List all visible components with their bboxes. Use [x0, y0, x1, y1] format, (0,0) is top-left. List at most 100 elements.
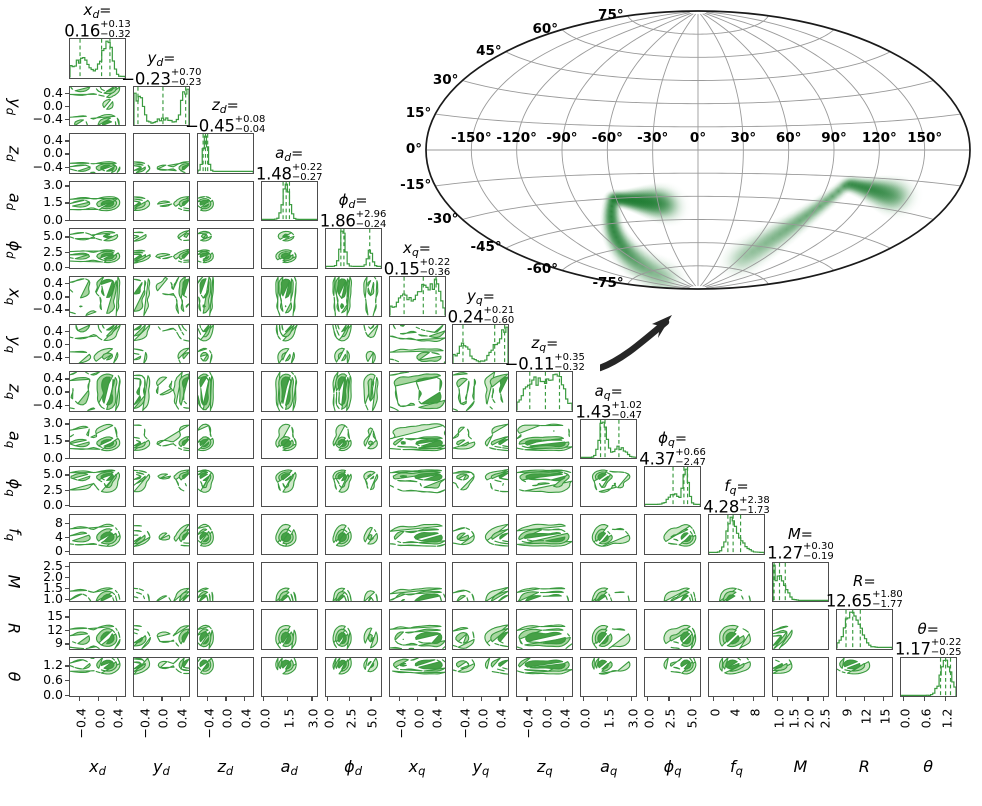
corner-hist-phi_q: [644, 466, 702, 507]
xtick: [582, 697, 584, 702]
param-title-z_d: zd=−0.45+0.08−0.04: [171, 98, 280, 135]
param-name-x_q: xq=: [403, 239, 431, 260]
corner-contour-x_q-vs-z_q: [388, 371, 446, 412]
xticklabel: 0.0: [219, 708, 235, 729]
corner-contour-phi_d-vs-f_q: [324, 514, 382, 555]
xtick: [370, 697, 372, 702]
ytick: [65, 643, 69, 645]
xaxis-label-a_q: aq: [600, 757, 618, 779]
yaxis-label-x_q: xq: [3, 288, 25, 306]
yticklabel: 1.0: [43, 590, 63, 606]
ytick: [65, 251, 69, 253]
ytick: [65, 219, 69, 221]
corner-contour-z_d-vs-a_d: [196, 180, 254, 222]
param-name-y_q: yq=: [466, 286, 495, 307]
param-title-y_d: yd=−0.23+0.70−0.23: [107, 50, 216, 88]
ytick: [65, 309, 69, 311]
corner-contour-y_d-vs-phi_d: [132, 228, 190, 269]
yaxis-label-y_d: yd: [3, 98, 25, 115]
corner-hist-y_q: [452, 323, 510, 365]
param-value-R: 12.65+1.80−1.77: [825, 588, 903, 611]
corner-contour-x_q-vs-M: [388, 561, 446, 603]
xticklabel: −0.4: [73, 708, 89, 739]
yaxis-label-theta: θ: [4, 671, 24, 682]
xticklabel: 1.5: [281, 708, 297, 729]
corner-hist-R: [835, 609, 893, 650]
xticklabel: 12: [858, 708, 874, 725]
xtick: [668, 697, 670, 702]
xtick: [807, 697, 809, 702]
yticklabel: −0.4: [32, 110, 63, 126]
corner-contour-x_d-vs-z_q: [69, 371, 126, 412]
xaxis-label-theta: θ: [923, 757, 934, 777]
ytick: [65, 92, 69, 95]
corner-contour-a_d-vs-x_q: [260, 276, 318, 317]
sky-lat-label: 0°: [405, 141, 422, 157]
xaxis-label-y_d: yd: [153, 757, 170, 779]
corner-contour-phi_d-vs-y_q: [324, 323, 382, 365]
corner-contour-M-vs-theta: [771, 656, 829, 698]
xticklabel: 0.6: [918, 708, 934, 729]
xticklabel: 5.0: [684, 708, 700, 729]
corner-contour-a_q-vs-f_q: [580, 514, 638, 555]
xtick: [499, 697, 501, 702]
xtick: [544, 697, 547, 702]
xticklabel: 0.0: [155, 708, 171, 729]
corner-contour-z_q-vs-theta: [516, 656, 574, 698]
xtick: [903, 697, 905, 702]
corner-contour-x_d-vs-a_q: [69, 418, 126, 460]
param-title-M: M=1.27+0.30−0.19: [746, 526, 855, 563]
ytick: [65, 474, 69, 476]
corner-contour-a_q-vs-M: [580, 561, 638, 603]
ytick: [65, 153, 69, 155]
xtick: [882, 697, 884, 702]
corner-contour-phi_d-vs-R: [324, 609, 382, 650]
xtick: [752, 697, 754, 702]
param-title-z_q: zq=−0.11+0.35−0.32: [490, 336, 599, 373]
corner-contour-y_d-vs-z_q: [132, 371, 190, 412]
ytick: [65, 140, 69, 142]
ytick: [65, 536, 69, 539]
param-value-a_q: 1.43+1.02−0.47: [575, 399, 642, 422]
corner-contour-f_q-vs-theta: [708, 656, 765, 698]
sky-lat-label: 45°: [476, 42, 502, 59]
yticklabel: 2.5: [43, 557, 63, 573]
yticklabel: 0: [55, 542, 63, 558]
sky-lat-label: -45°: [470, 239, 502, 256]
corner-contour-x_d-vs-phi_q: [69, 466, 126, 507]
sky-lon-label: -30°: [637, 130, 669, 146]
xticklabel: −0.4: [393, 708, 409, 739]
corner-hist-x_q: [388, 276, 446, 317]
xtick: [563, 697, 565, 702]
yticklabel: 3.0: [43, 177, 63, 193]
ytick: [65, 587, 69, 590]
corner-contour-M-vs-R: [771, 609, 829, 650]
yticklabel: 2.5: [43, 243, 63, 259]
corner-contour-z_q-vs-M: [516, 561, 574, 603]
param-name-f_q: fq=: [724, 477, 749, 498]
ytick: [65, 185, 69, 187]
yticklabel: 4: [55, 528, 63, 544]
corner-hist-z_q: [516, 371, 574, 412]
ytick: [65, 598, 69, 601]
corner-contour-z_q-vs-R: [516, 609, 574, 650]
corner-contour-x_q-vs-R: [388, 609, 446, 650]
xtick: [462, 697, 464, 702]
corner-contour-z_d-vs-a_q: [196, 418, 254, 460]
xticklabel: 0.0: [321, 708, 337, 729]
xticklabel: 0.4: [238, 708, 254, 729]
sky-lon-label: -150°: [451, 130, 492, 146]
yticklabel: 15: [47, 608, 63, 624]
xticklabel: 4: [727, 708, 743, 717]
corner-contour-a_d-vs-R: [260, 609, 318, 650]
ytick: [65, 665, 69, 667]
corner-contour-z_d-vs-phi_q: [196, 466, 254, 507]
corner-contour-y_d-vs-theta: [132, 656, 190, 698]
corner-contour-z_d-vs-z_q: [196, 371, 254, 412]
corner-contour-z_q-vs-a_q: [516, 418, 574, 460]
yticklabel: 0.0: [43, 288, 63, 304]
corner-hist-a_d: [260, 180, 318, 222]
sky-projection-aitoff: [420, 5, 976, 295]
param-name-a_d: ad=: [275, 143, 304, 164]
corner-contour-y_q-vs-z_q: [452, 371, 510, 412]
